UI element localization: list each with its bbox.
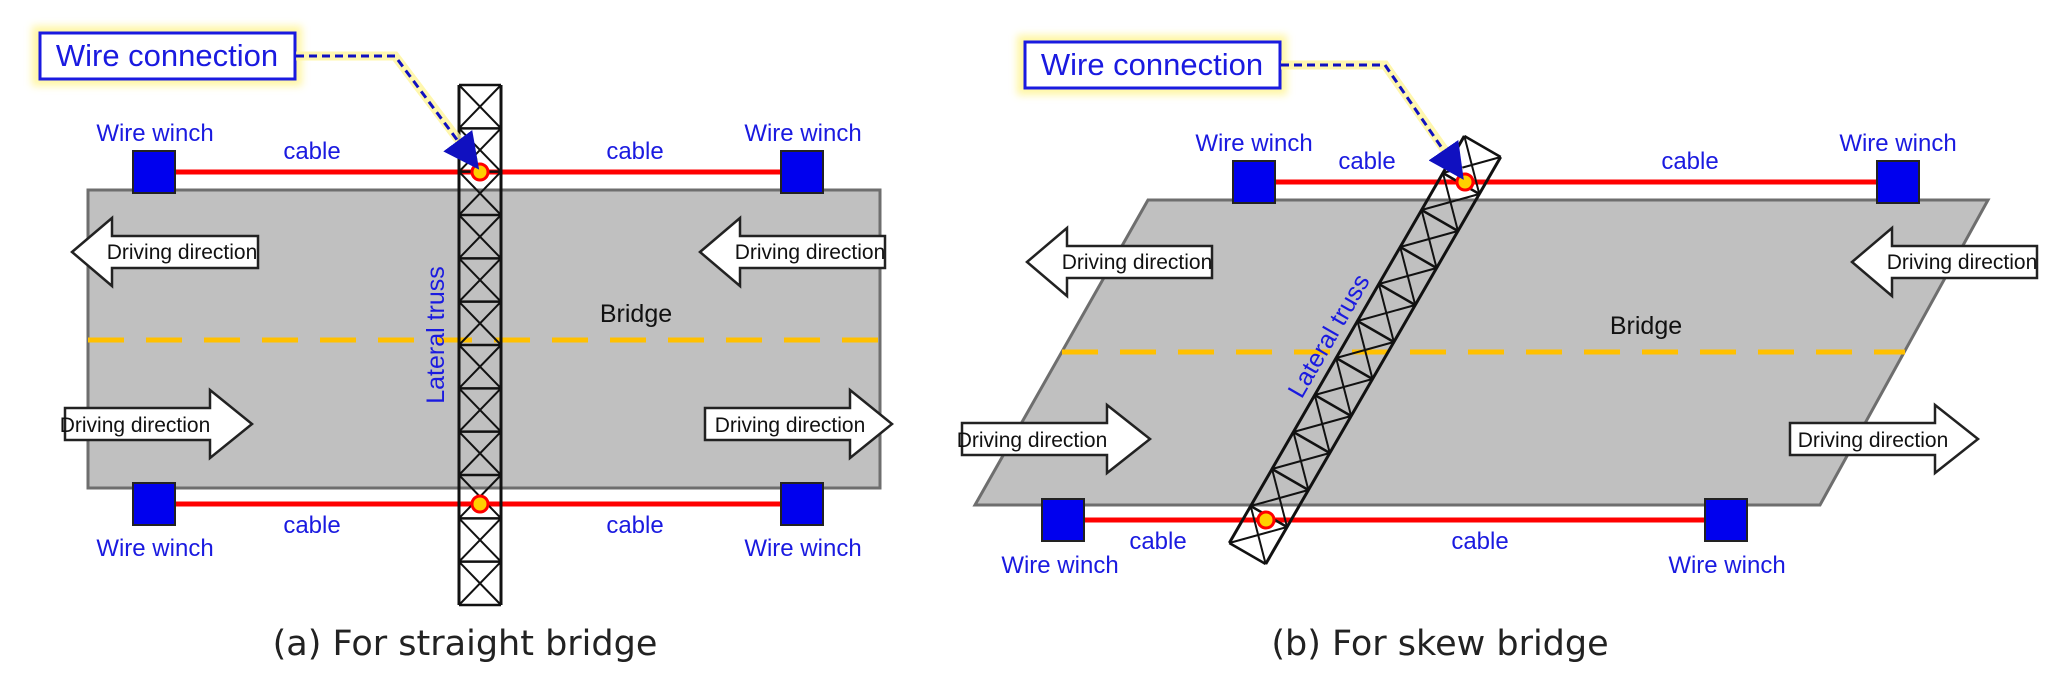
truss-member bbox=[1420, 209, 1438, 269]
truss-member bbox=[1463, 135, 1481, 195]
truss-member bbox=[1463, 134, 1502, 159]
truss-member bbox=[1335, 357, 1353, 417]
truss-member bbox=[1249, 505, 1267, 565]
wire-connection-callout-a bbox=[38, 31, 297, 81]
driving-arrow-a-bottom-right: Driving direction bbox=[703, 387, 894, 461]
truss-member bbox=[1313, 394, 1331, 454]
lateral-truss-b bbox=[1228, 134, 1502, 566]
truss-member bbox=[1399, 245, 1438, 270]
wire-connection-point-b-bottom bbox=[1256, 510, 1276, 530]
driving-direction-label: Driving direction bbox=[1798, 429, 1949, 452]
driving-arrow-b-bottom-right: Driving direction bbox=[1788, 402, 1981, 476]
driving-arrow-a-bottom-left: Driving direction bbox=[60, 387, 254, 461]
driving-arrow-a-top-right: Driving direction bbox=[698, 215, 887, 289]
callout-arrow-a bbox=[296, 54, 480, 170]
winch-a-bottom-right bbox=[780, 482, 824, 526]
caption-b: (b) For skew bridge bbox=[1271, 624, 1608, 664]
cable-label: cable bbox=[1129, 528, 1186, 555]
truss-member bbox=[458, 257, 502, 303]
winch-b-bottom-left bbox=[1041, 498, 1085, 542]
lateral-truss-label: Lateral truss bbox=[422, 266, 450, 404]
truss-member bbox=[458, 517, 502, 563]
truss-member bbox=[1271, 468, 1289, 528]
caption-a: (a) For straight bridge bbox=[273, 624, 658, 664]
winch-b-bottom-right bbox=[1704, 498, 1748, 542]
truss-member bbox=[1271, 467, 1310, 492]
cable-label: cable bbox=[283, 138, 340, 165]
truss-member bbox=[458, 560, 502, 606]
truss-member bbox=[458, 84, 502, 130]
truss-member bbox=[1264, 156, 1502, 565]
truss-member bbox=[458, 344, 502, 390]
truss-member bbox=[1228, 135, 1466, 544]
wire-winch-label: Wire winch bbox=[1839, 130, 1956, 157]
winch-a-top-left bbox=[132, 150, 176, 194]
cable-label: cable bbox=[606, 138, 663, 165]
panel-b: Driving direction Driving direction Driv… bbox=[957, 35, 2039, 664]
cable-label: cable bbox=[1661, 148, 1718, 175]
wire-winch-label: Wire winch bbox=[96, 535, 213, 562]
truss-member bbox=[1228, 541, 1267, 566]
wire-connection-label: Wire connection bbox=[56, 38, 278, 73]
truss-member bbox=[1441, 172, 1459, 232]
panel-a: Driving direction Driving direction Driv… bbox=[32, 26, 894, 664]
truss-member bbox=[1292, 431, 1310, 491]
wire-connection-callout-b bbox=[1023, 40, 1282, 90]
wire-winch-label: Wire winch bbox=[1195, 130, 1312, 157]
wire-winch-label: Wire winch bbox=[1668, 552, 1785, 579]
driving-direction-label: Driving direction bbox=[735, 241, 886, 264]
callout-arrow-b bbox=[1281, 63, 1464, 180]
wire-connection-point-a-bottom bbox=[470, 494, 490, 514]
truss-member bbox=[458, 300, 502, 346]
wire-winch-label: Wire winch bbox=[1001, 552, 1118, 579]
truss-member bbox=[1377, 283, 1395, 343]
winch-a-top-right bbox=[780, 150, 824, 194]
truss-member bbox=[1292, 430, 1331, 455]
driving-arrow-b-bottom-left: Driving direction bbox=[957, 402, 1153, 476]
wire-connection-point-b-top bbox=[1455, 172, 1475, 192]
driving-direction-label: Driving direction bbox=[957, 429, 1108, 452]
driving-direction-label: Driving direction bbox=[1062, 251, 1213, 274]
wire-connection-label: Wire connection bbox=[1041, 47, 1263, 82]
winch-b-top-right bbox=[1876, 160, 1920, 204]
wire-connection-point-a-top bbox=[470, 162, 490, 182]
wire-winch-label: Wire winch bbox=[744, 120, 861, 147]
driving-arrow-b-top-right: Driving direction bbox=[1850, 225, 2039, 299]
driving-direction-label: Driving direction bbox=[107, 241, 258, 264]
truss-member bbox=[1314, 393, 1352, 418]
truss-member bbox=[1356, 320, 1374, 380]
truss-member bbox=[458, 387, 502, 433]
winch-b-top-left bbox=[1232, 160, 1276, 204]
truss-member bbox=[1356, 319, 1395, 344]
cable-label: cable bbox=[1338, 148, 1395, 175]
driving-direction-label: Driving direction bbox=[60, 414, 211, 437]
wire-winch-label: Wire winch bbox=[744, 535, 861, 562]
truss-member bbox=[1420, 208, 1459, 233]
driving-direction-label: Driving direction bbox=[715, 414, 866, 437]
driving-arrow-a-top-left: Driving direction bbox=[70, 215, 260, 289]
truss-member bbox=[458, 214, 502, 260]
wire-winch-label: Wire winch bbox=[96, 120, 213, 147]
cable-label: cable bbox=[606, 512, 663, 539]
truss-member bbox=[458, 170, 502, 216]
truss-member bbox=[458, 430, 502, 476]
bridge-label: Bridge bbox=[1610, 312, 1682, 340]
cable-label: cable bbox=[1451, 528, 1508, 555]
truss-member bbox=[1335, 356, 1374, 381]
cable-label: cable bbox=[283, 512, 340, 539]
truss-member bbox=[1399, 246, 1417, 306]
truss-member bbox=[1378, 282, 1416, 307]
driving-arrow-b-top-left: Driving direction bbox=[1025, 225, 1214, 299]
winch-a-bottom-left bbox=[132, 482, 176, 526]
bridge-label: Bridge bbox=[600, 300, 672, 328]
driving-direction-label: Driving direction bbox=[1887, 251, 2038, 274]
